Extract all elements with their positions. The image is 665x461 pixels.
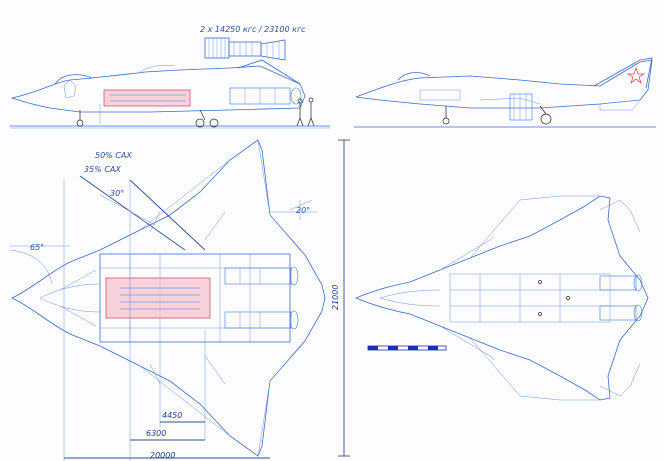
plan-view — [9, 139, 350, 461]
dimension-20000: 20000 — [150, 451, 175, 460]
sweep-20-label: 20° — [296, 206, 310, 215]
sweep-65-label: 65° — [30, 243, 44, 252]
scale-bar — [367, 345, 447, 351]
engine-drawing — [204, 37, 286, 61]
dimension-6300: 6300 — [146, 429, 166, 438]
dimension-21000: 21000 — [331, 285, 340, 310]
mac-35-label: 35% CAX — [84, 165, 121, 174]
side-view — [10, 59, 330, 129]
underside-view — [354, 195, 649, 401]
dimension-4450: 4450 — [162, 411, 182, 420]
perspective-view — [354, 57, 656, 128]
sweep-30-label: 30° — [110, 189, 124, 198]
engine-thrust-label: 2 x 14250 кгс / 23100 кгс — [200, 25, 306, 34]
mac-50-label: 50% CAX — [95, 151, 132, 160]
